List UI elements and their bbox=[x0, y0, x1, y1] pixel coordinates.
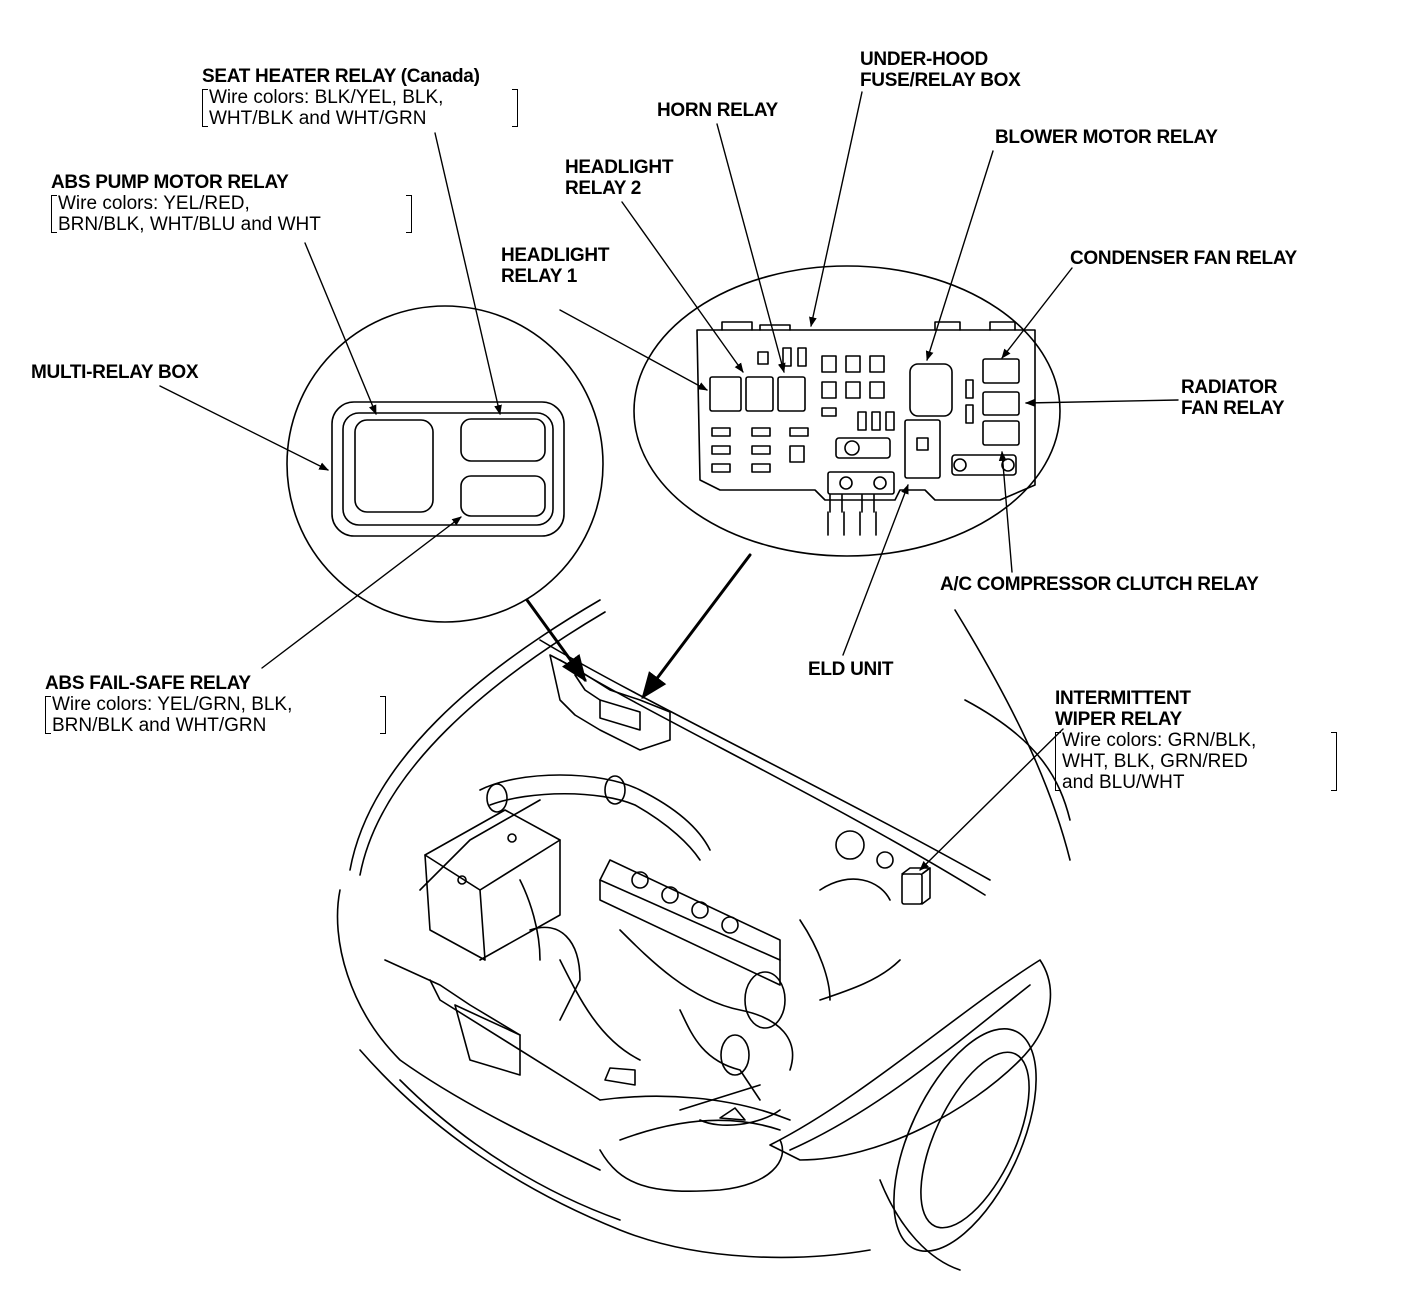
horn-relay-shape bbox=[777, 376, 806, 412]
multi-relay-box-inset bbox=[286, 305, 604, 623]
abs-fail-safe-relay-wires: Wire colors: YEL/GRN, BLK, BRN/BLK and W… bbox=[45, 694, 388, 736]
abs-pump-motor-relay-label: ABS PUMP MOTOR RELAY Wire colors: YEL/RE… bbox=[51, 172, 416, 235]
radiator-fan-relay-label: RADIATOR FAN RELAY bbox=[1181, 377, 1285, 419]
eld-unit-shape bbox=[904, 419, 941, 479]
wiper-relay-shape bbox=[901, 873, 923, 905]
headlight-relay-1-shape bbox=[709, 376, 742, 412]
leader-lines bbox=[159, 91, 1179, 871]
ac-compressor-clutch-relay-label: A/C COMPRESSOR CLUTCH RELAY bbox=[940, 574, 1259, 595]
abs-pump-motor-relay-wires: Wire colors: YEL/RED, BRN/BLK, WHT/BLU a… bbox=[51, 193, 416, 235]
seat-heater-relay-shape bbox=[460, 418, 546, 462]
horn-relay-label: HORN RELAY bbox=[657, 100, 778, 121]
blower-motor-relay-label: BLOWER MOTOR RELAY bbox=[995, 127, 1218, 148]
condenser-fan-relay-shape bbox=[982, 358, 1020, 384]
under-hood-fuse-box-inset bbox=[633, 265, 1061, 557]
abs-pump-motor-relay-shape bbox=[354, 419, 434, 513]
car-body-outline bbox=[336, 599, 1071, 1271]
intermittent-wiper-relay-wires: Wire colors: GRN/BLK, WHT, BLK, GRN/RED … bbox=[1055, 730, 1337, 793]
condenser-fan-relay-label: CONDENSER FAN RELAY bbox=[1070, 248, 1297, 269]
seat-heater-relay-title: SEAT HEATER RELAY (Canada) bbox=[202, 66, 480, 87]
inset-connectors bbox=[525, 553, 752, 700]
multi-relay-box-label: MULTI-RELAY BOX bbox=[31, 362, 199, 383]
abs-fail-safe-relay-label: ABS FAIL-SAFE RELAY Wire colors: YEL/GRN… bbox=[45, 673, 388, 736]
radiator-fan-relay-shape bbox=[982, 391, 1020, 416]
abs-fail-safe-relay-shape bbox=[460, 475, 546, 517]
under-hood-box-label: UNDER-HOOD FUSE/RELAY BOX bbox=[860, 49, 1021, 91]
blower-motor-relay-shape bbox=[909, 363, 953, 417]
headlight-relay-2-shape bbox=[745, 376, 774, 412]
abs-pump-motor-relay-title: ABS PUMP MOTOR RELAY bbox=[51, 172, 289, 193]
seat-heater-relay-label: SEAT HEATER RELAY (Canada) Wire colors: … bbox=[202, 66, 522, 129]
ac-compressor-clutch-relay-shape bbox=[982, 420, 1020, 446]
headlight-relay-1-label: HEADLIGHT RELAY 1 bbox=[501, 245, 610, 287]
intermittent-wiper-relay-title: INTERMITTENT WIPER RELAY bbox=[1055, 688, 1191, 730]
eld-unit-label: ELD UNIT bbox=[808, 659, 894, 680]
abs-fail-safe-relay-title: ABS FAIL-SAFE RELAY bbox=[45, 673, 251, 694]
seat-heater-relay-wires: Wire colors: BLK/YEL, BLK, WHT/BLK and W… bbox=[202, 87, 522, 129]
headlight-relay-2-label: HEADLIGHT RELAY 2 bbox=[565, 157, 674, 199]
intermittent-wiper-relay-label: INTERMITTENT WIPER RELAY Wire colors: GR… bbox=[1055, 688, 1337, 793]
engine-details bbox=[424, 774, 901, 1126]
